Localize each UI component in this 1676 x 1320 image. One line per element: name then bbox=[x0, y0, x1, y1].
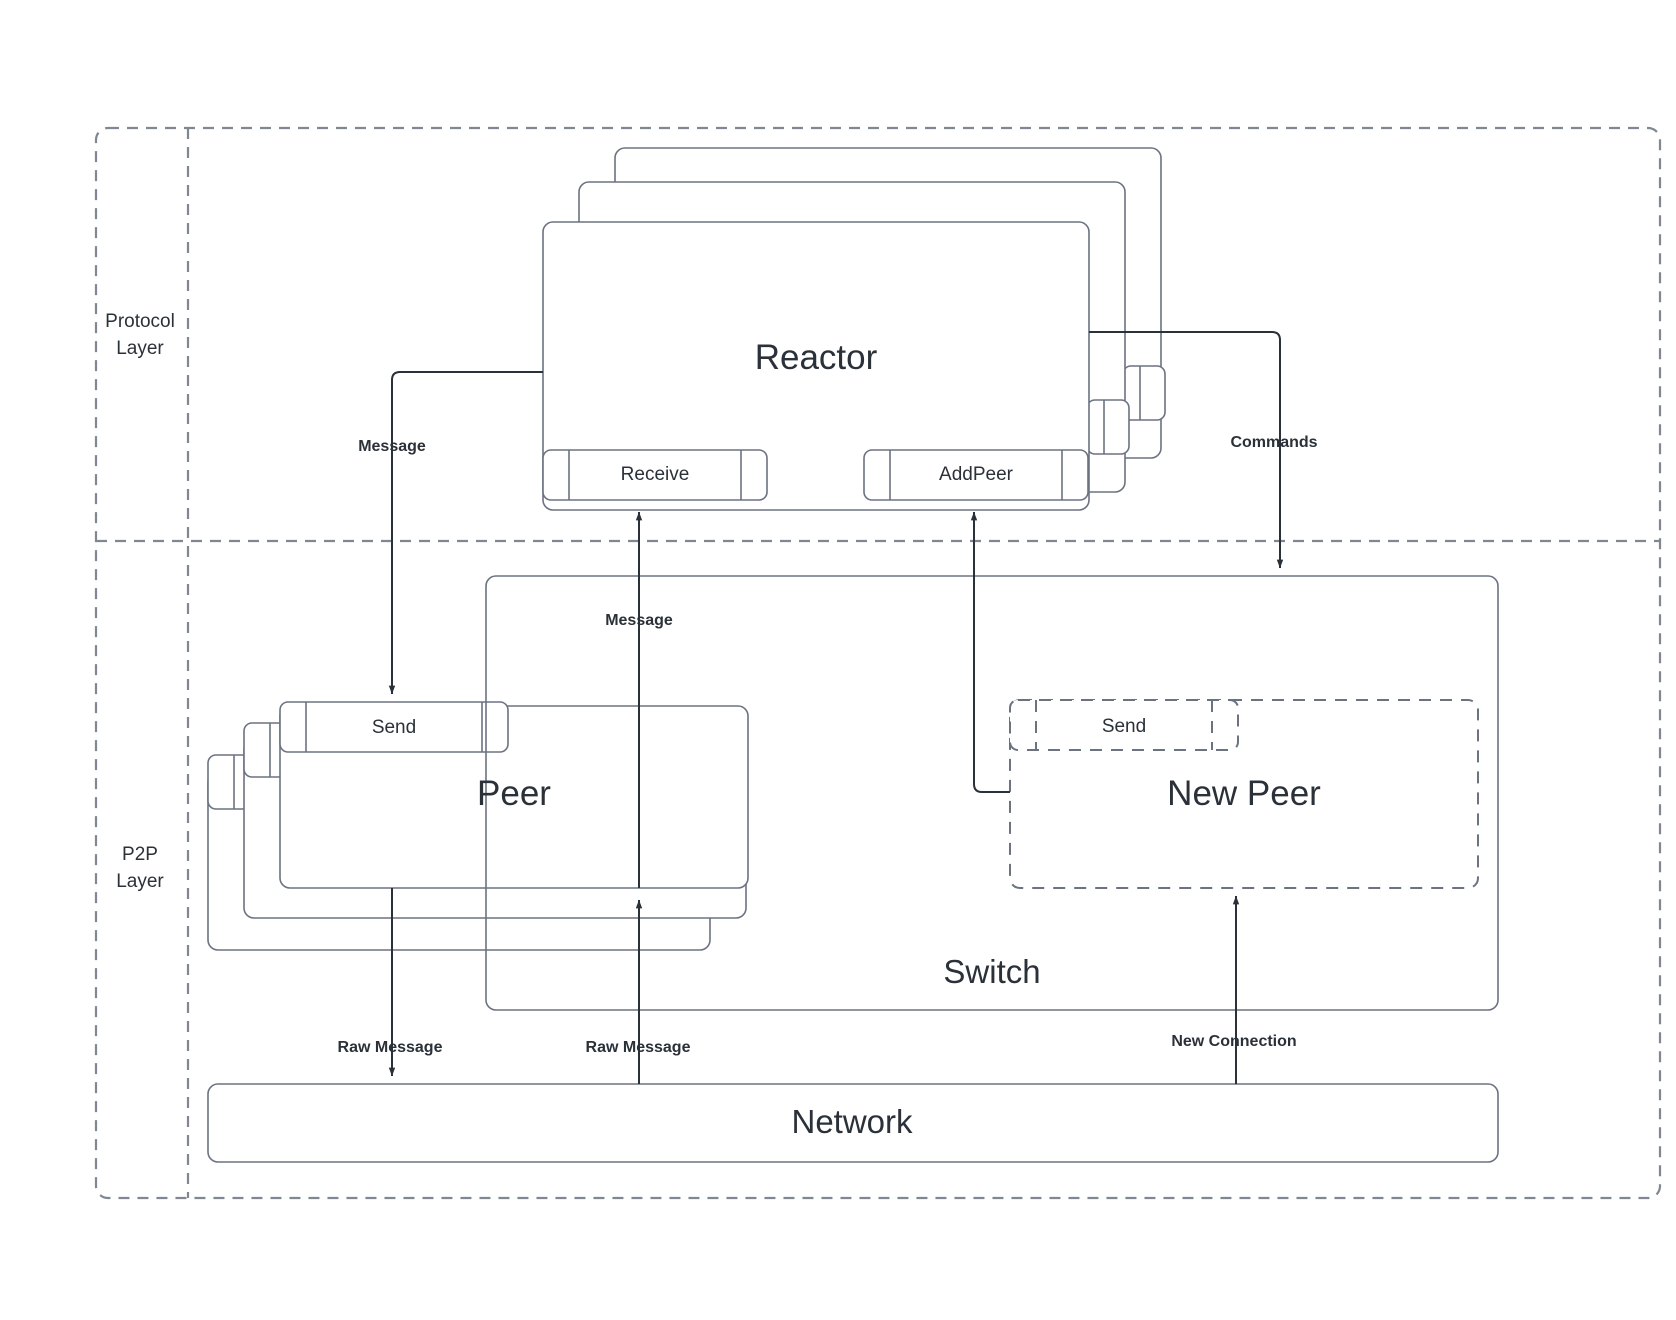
edge-message-down bbox=[388, 371, 543, 695]
reactor-receive-port[interactable] bbox=[542, 449, 768, 501]
reactor-addpeer-port[interactable] bbox=[863, 449, 1089, 501]
edge-addpeer-line bbox=[970, 511, 1010, 793]
edge-commands bbox=[1089, 331, 1284, 569]
outer-frame-group bbox=[94, 126, 1662, 1200]
switch-node[interactable] bbox=[485, 575, 1499, 1011]
reactor-box[interactable] bbox=[542, 221, 1090, 511]
new-peer-node[interactable] bbox=[1009, 699, 1479, 889]
switch-box[interactable] bbox=[485, 575, 1499, 1011]
network-box[interactable] bbox=[207, 1083, 1499, 1163]
peer-send-port[interactable] bbox=[279, 701, 509, 753]
peer-node[interactable] bbox=[279, 701, 749, 889]
edge-addpeer bbox=[974, 792, 978, 800]
outer-frame bbox=[94, 126, 1662, 1200]
new-peer-send-port[interactable] bbox=[1009, 699, 1239, 751]
network-node[interactable] bbox=[207, 1083, 1499, 1163]
reactor-node[interactable] bbox=[542, 221, 1090, 511]
